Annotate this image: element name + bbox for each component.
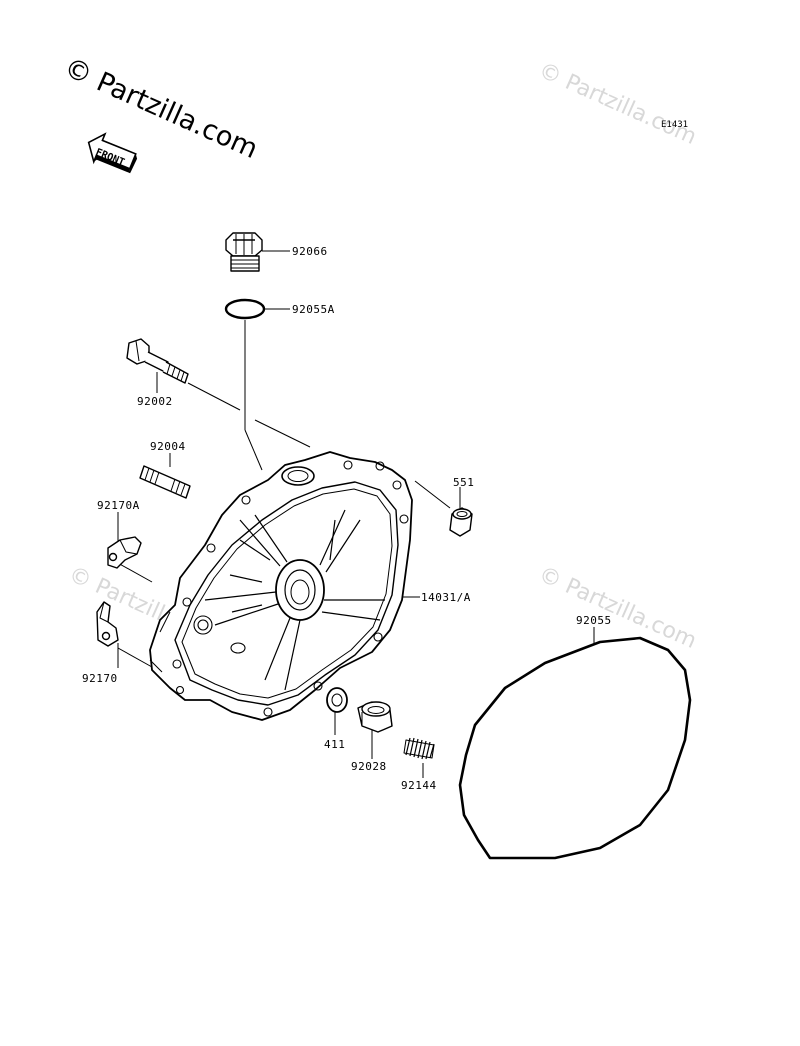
part-label-92144[interactable]: 92144 [401, 779, 437, 792]
clamp-a-part [107, 536, 142, 569]
oil-seal-part [326, 687, 348, 713]
bushing-part [357, 701, 393, 733]
clamp-part [96, 601, 119, 647]
o-ring-small-part [224, 298, 290, 320]
dowel-pin-part [449, 507, 473, 537]
diagram-code: E1431 [661, 120, 689, 130]
part-label-92066[interactable]: 92066 [292, 245, 328, 258]
part-label-92055[interactable]: 92055 [576, 614, 612, 627]
part-label-92170[interactable]: 92170 [82, 672, 118, 685]
gasket-part [458, 636, 692, 860]
stud-bolt-part [139, 465, 191, 499]
part-label-551[interactable]: 551 [453, 476, 475, 489]
assembly-guide-lines [115, 320, 595, 778]
engine-cover-part [149, 451, 413, 721]
part-label-92055a[interactable]: 92055A [292, 303, 335, 316]
part-label-92002[interactable]: 92002 [137, 395, 173, 408]
front-arrow-icon [87, 132, 138, 174]
bolt-part [126, 338, 189, 384]
part-label-411[interactable]: 411 [324, 738, 346, 751]
part-label-92004[interactable]: 92004 [150, 440, 186, 453]
part-label-14031a[interactable]: 14031/A [421, 591, 471, 604]
part-label-92028[interactable]: 92028 [351, 760, 387, 773]
spring-part [403, 737, 435, 760]
part-label-92170a[interactable]: 92170A [97, 499, 140, 512]
oil-filler-plug-part [225, 232, 290, 272]
